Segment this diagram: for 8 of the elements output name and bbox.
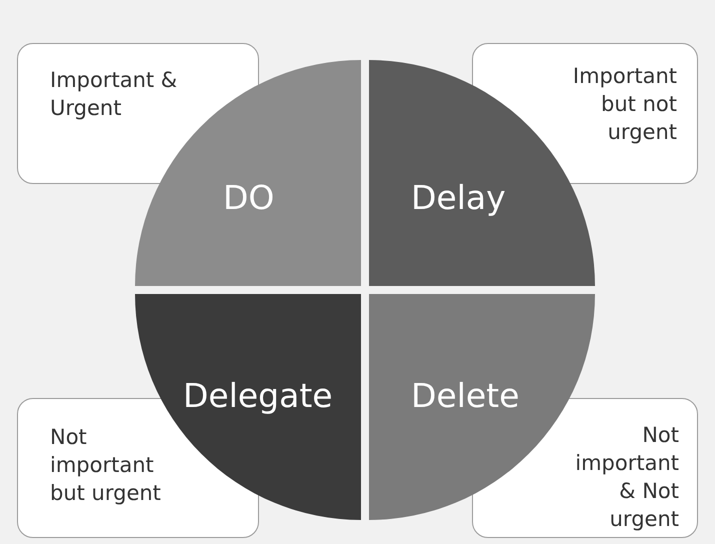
quadrant-label: DO <box>223 178 274 217</box>
quadrant-label: Delay <box>411 178 506 217</box>
category-text: Important & Urgent <box>50 67 178 122</box>
category-text: Not important & Not urgent <box>574 422 679 533</box>
quadrant-label: Delegate <box>183 376 333 415</box>
quadrant-label: Delete <box>411 376 520 415</box>
category-text: Not important but urgent <box>50 424 162 507</box>
category-text: Important but not urgent <box>572 63 677 146</box>
